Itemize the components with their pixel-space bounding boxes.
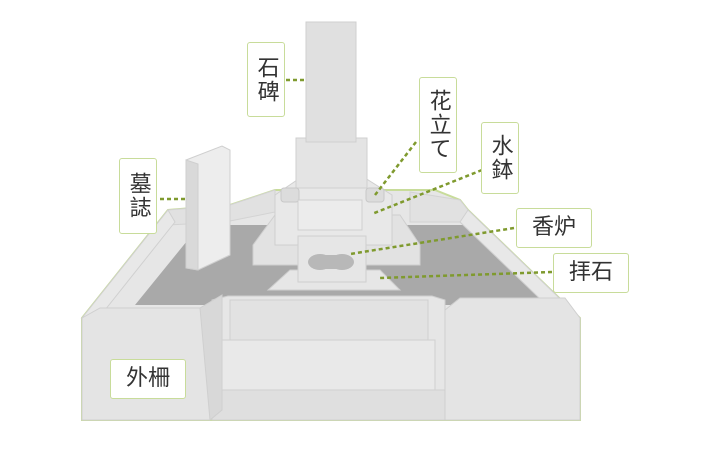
fence-back-wall-right	[409, 191, 469, 223]
label-gaisaku: 外柵	[110, 359, 186, 399]
epitaph-tablet	[185, 145, 231, 271]
leader-lines	[160, 78, 553, 280]
front-steps	[211, 295, 446, 421]
fence-front-right-post	[444, 297, 581, 421]
monument	[252, 21, 421, 266]
leader-haiseki	[379, 270, 553, 280]
label-mizubachi: 水鉢	[481, 122, 519, 194]
fence-front-left-post	[81, 294, 223, 421]
incense-burner	[297, 235, 367, 283]
leader-mizubachi	[371, 168, 483, 216]
label-sekihi: 石碑	[247, 42, 285, 117]
label-haiseki: 拝石	[553, 253, 629, 293]
label-boshi: 墓誌	[119, 158, 157, 234]
label-kouro: 香炉	[516, 208, 592, 248]
label-hanatate: 花立て	[419, 77, 457, 173]
leader-hanatate	[374, 141, 417, 196]
